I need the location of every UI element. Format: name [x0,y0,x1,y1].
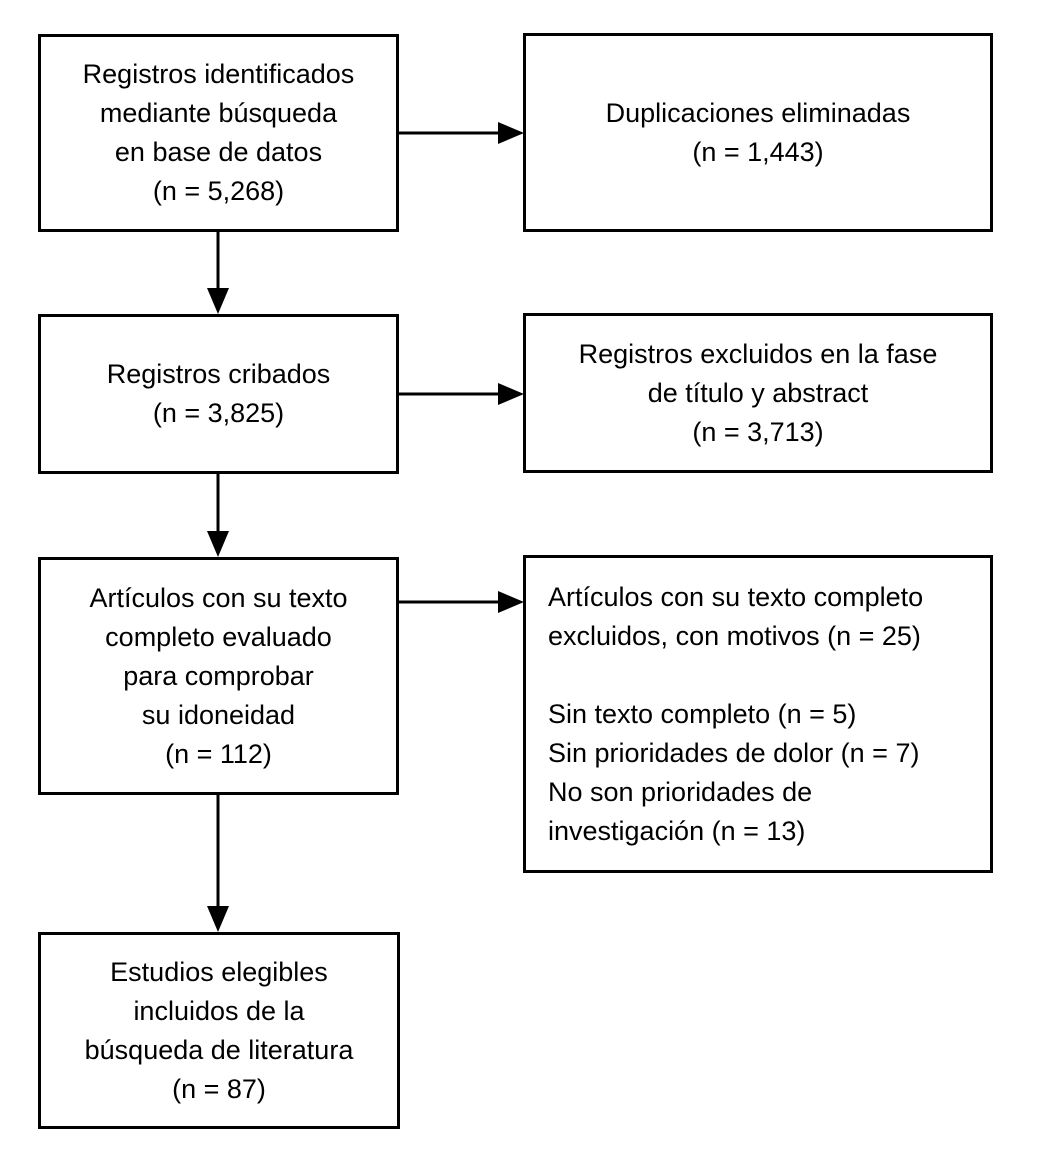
flow-box-studies-included: Estudios elegibles incluidos de la búsqu… [38,932,400,1129]
flow-box-records-screened: Registros cribados (n = 3,825) [38,314,399,474]
flow-box-records-identified: Registros identificados mediante búsqued… [38,34,399,232]
flow-box-records-excluded-title-abstract: Registros excluidos en la fase de título… [523,313,993,473]
flow-box-fulltext-assessed-label: Artículos con su texto completo evaluado… [89,582,348,769]
flow-box-fulltext-excluded: Artículos con su texto completo excluido… [523,555,993,873]
flow-box-duplicates-removed-label: Duplicaciones eliminadas (n = 1,443) [605,97,911,167]
arrow-fulltext-to-included [207,795,229,932]
arrow-screened-to-fulltext [207,474,229,557]
flow-box-fulltext-assessed: Artículos con su texto completo evaluado… [38,557,399,795]
arrow-fulltext-to-fulltext-excluded [399,591,524,613]
flow-box-duplicates-removed: Duplicaciones eliminadas (n = 1,443) [523,33,993,232]
arrow-identified-to-screened [207,232,229,314]
flow-box-records-screened-label: Registros cribados (n = 3,825) [106,359,331,428]
arrow-identified-to-duplicates [399,122,524,144]
flow-box-fulltext-excluded-label: Artículos con su texto completo excluido… [548,581,924,846]
arrow-screened-to-excluded [399,383,524,405]
flow-box-studies-included-label: Estudios elegibles incluidos de la búsqu… [84,956,354,1104]
flow-box-records-excluded-title-abstract-label: Registros excluidos en la fase de título… [578,338,938,447]
flow-box-records-identified-label: Registros identificados mediante búsqued… [82,59,355,206]
